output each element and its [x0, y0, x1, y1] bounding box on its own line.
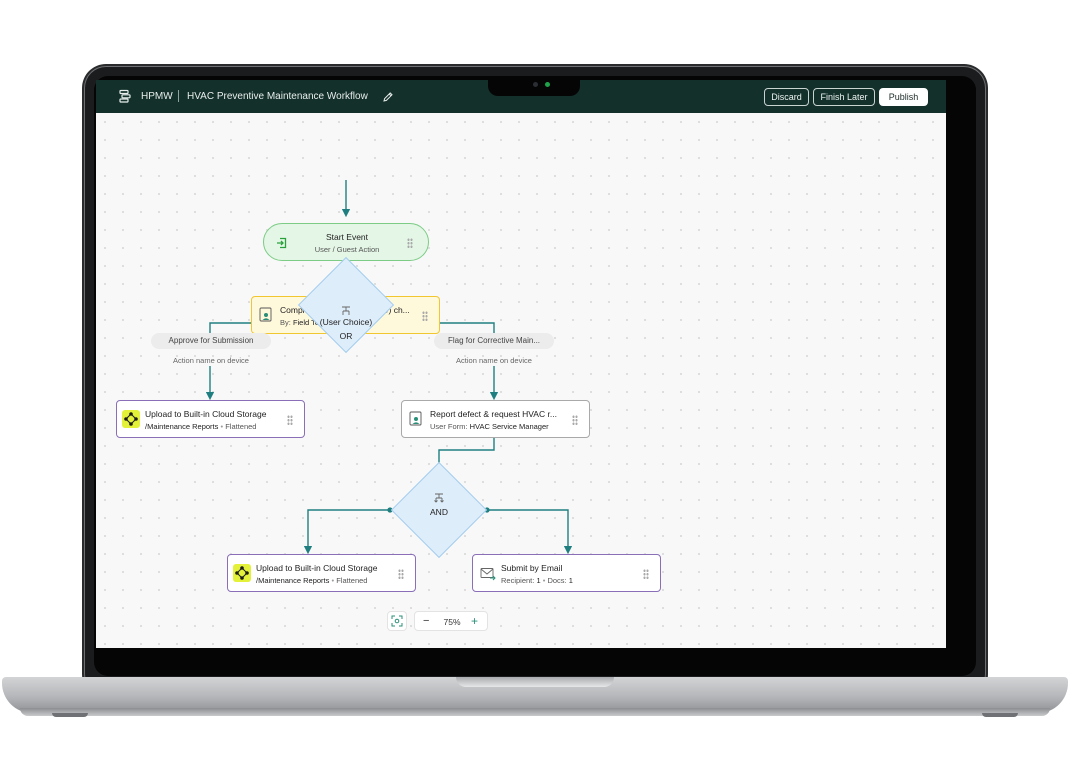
gateway-split-icon [340, 304, 352, 322]
email-details: Recipient: 1 • Docs: 1 [501, 576, 573, 585]
workflow-title: HVAC Preventive Maintenance Workflow [187, 91, 368, 102]
app-abbreviation: HPMW [141, 91, 173, 102]
submit-email-node[interactable]: Submit by Email Recipient: 1 • Docs: 1 [472, 554, 661, 592]
publish-button[interactable]: Publish [879, 88, 928, 106]
upload-title: Upload to Built-in Cloud Storage [256, 563, 378, 573]
email-envelope-icon [480, 567, 496, 586]
upload-details: /Maintenance Reports • Flattened [145, 422, 257, 431]
finish-later-button[interactable]: Finish Later [813, 88, 875, 106]
branch-action-caption: Action name on device [456, 356, 532, 365]
drag-handle-icon[interactable] [398, 569, 404, 579]
drag-handle-icon[interactable] [572, 415, 578, 425]
zoom-in-button[interactable]: + [471, 614, 479, 628]
branch-action-pill-flag[interactable]: Flag for Corrective Main... [434, 333, 554, 349]
laptop-base-edge [20, 708, 1050, 716]
app-screen: HPMW HVAC Preventive Maintenance Workflo… [96, 80, 946, 648]
zoom-control: − 75% + [414, 611, 488, 631]
cloud-storage-upload-node[interactable]: Upload to Built-in Cloud Storage /Mainte… [116, 400, 305, 438]
zoom-out-button[interactable]: − [423, 615, 430, 627]
cloud-storage-upload-node[interactable]: Upload to Built-in Cloud Storage /Mainte… [227, 554, 416, 592]
cloud-storage-icon [122, 410, 140, 428]
gateway-parallel-icon [433, 491, 445, 509]
laptop-lid-groove [456, 677, 614, 687]
report-title: Report defect & request HVAC r... [430, 409, 557, 419]
branch-action-caption: Action name on device [173, 356, 249, 365]
workflow-canvas[interactable]: Start Event User / Guest Action Complete… [96, 113, 946, 648]
user-form-icon [259, 307, 273, 328]
camera-indicator [545, 82, 550, 87]
user-form-icon [409, 411, 423, 432]
camera-lens [533, 82, 538, 87]
header-divider [178, 90, 179, 102]
drag-handle-icon[interactable] [422, 311, 428, 321]
start-event-node[interactable]: Start Event User / Guest Action [263, 223, 429, 261]
start-event-subtitle: User / Guest Action [314, 245, 380, 254]
fit-view-button[interactable] [387, 611, 407, 631]
drag-handle-icon[interactable] [643, 569, 649, 579]
drag-handle-icon[interactable] [287, 415, 293, 425]
upload-title: Upload to Built-in Cloud Storage [145, 409, 267, 419]
upload-details: /Maintenance Reports • Flattened [256, 576, 368, 585]
gateway-condition-label: (User Choice) [319, 317, 373, 327]
edit-title-pencil-icon[interactable] [382, 90, 394, 108]
report-defect-form-node[interactable]: Report defect & request HVAC r... User F… [401, 400, 590, 438]
branch-action-pill-approve[interactable]: Approve for Submission [151, 333, 271, 349]
gateway-type-label: OR [339, 331, 353, 341]
laptop-foot [52, 713, 88, 717]
start-entry-icon [276, 236, 288, 254]
report-form: User Form: HVAC Service Manager [430, 422, 549, 431]
drag-handle-icon[interactable] [407, 238, 413, 248]
workflow-menu-icon[interactable] [118, 89, 132, 108]
email-title: Submit by Email [501, 563, 563, 573]
start-event-title: Start Event [325, 232, 369, 242]
cloud-storage-icon [233, 564, 251, 582]
laptop-foot [982, 713, 1018, 717]
gateway-type-label: AND [430, 507, 448, 517]
discard-button[interactable]: Discard [764, 88, 809, 106]
zoom-level: 75% [443, 617, 461, 627]
